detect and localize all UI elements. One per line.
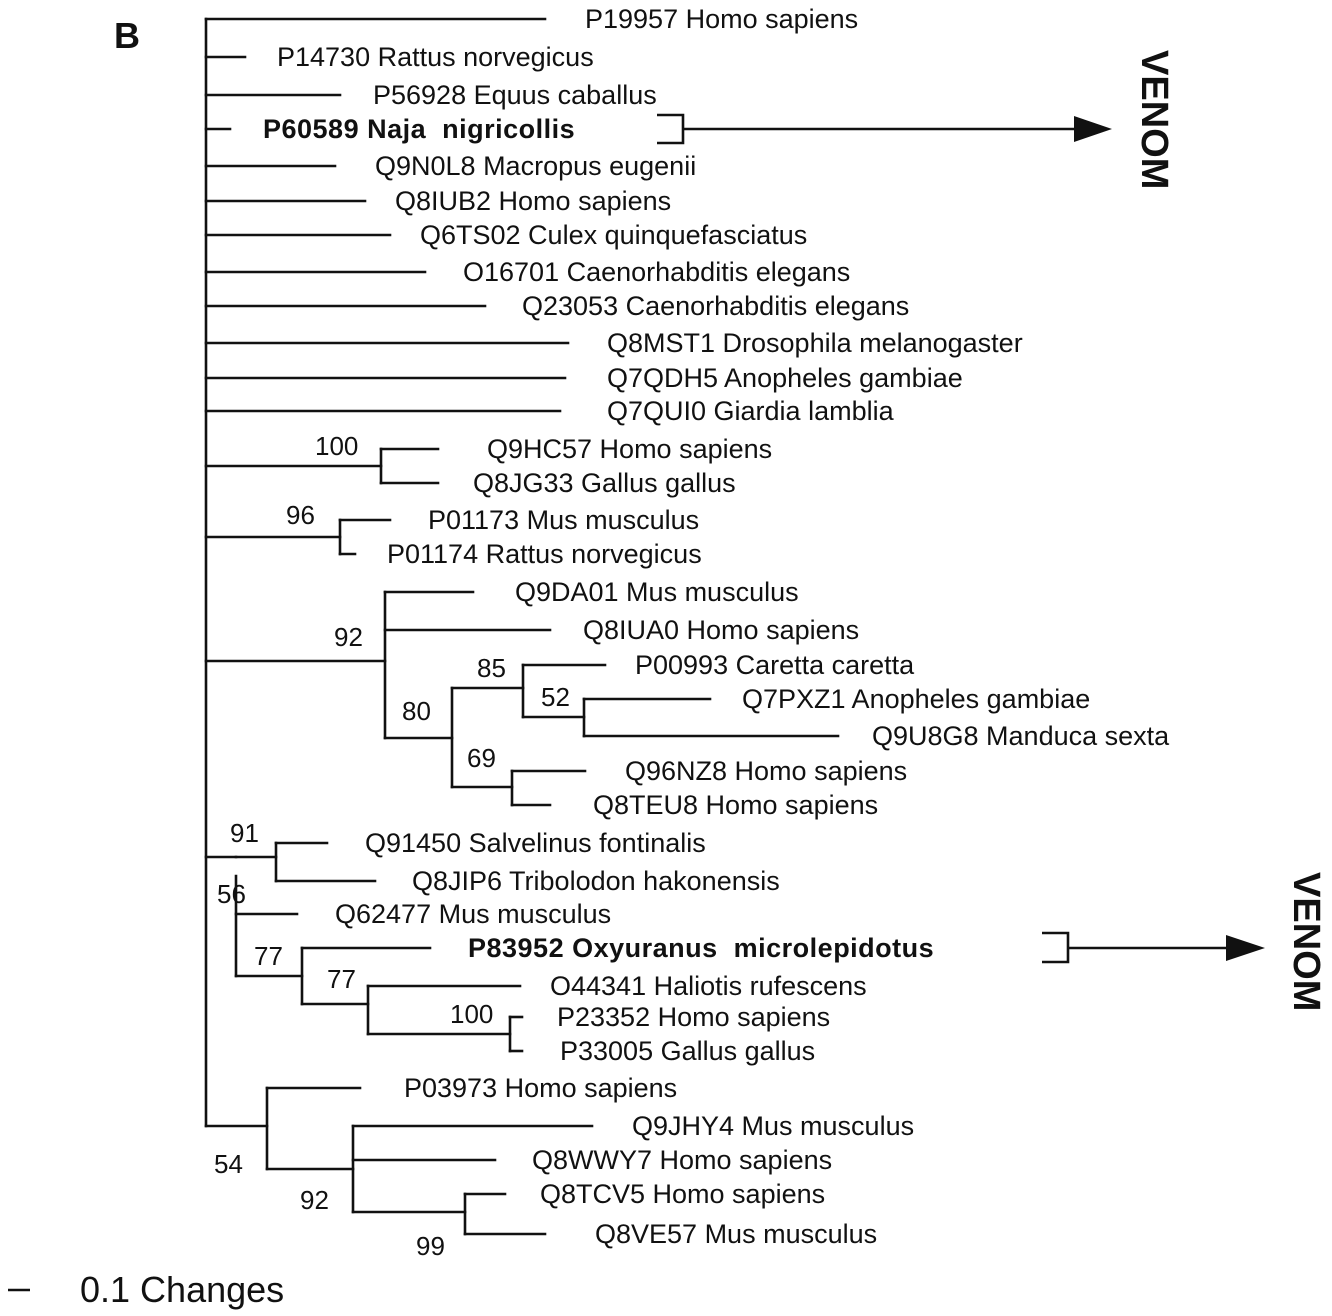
leaf-label: Q7QDH5 Anopheles gambiae	[607, 363, 963, 393]
bootstrap-value: 69	[467, 743, 496, 773]
leaf-label: P56928 Equus caballus	[373, 80, 657, 110]
leaf-label: P03973 Homo sapiens	[404, 1073, 677, 1103]
leaf-label: P14730 Rattus norvegicus	[277, 42, 594, 72]
bootstrap-value: 80	[402, 696, 431, 726]
bootstrap-value: 100	[315, 431, 358, 461]
leaf-label: Q7QUI0 Giardia lamblia	[607, 396, 895, 426]
leaf-label: P60589 Naja nigricollis	[263, 114, 575, 144]
leaf-label: O16701 Caenorhabditis elegans	[463, 257, 850, 287]
leaf-label: P01173 Mus musculus	[428, 505, 699, 535]
leaf-label: Q9HC57 Homo sapiens	[487, 434, 772, 464]
leaf-label: Q8VE57 Mus musculus	[595, 1219, 877, 1249]
leaf-label: Q8MST1 Drosophila melanogaster	[607, 328, 1023, 358]
bootstrap-value: 52	[541, 682, 570, 712]
bootstrap-value: 92	[300, 1185, 329, 1215]
leaf-label: P19957 Homo sapiens	[585, 4, 858, 34]
leaf-label: P01174 Rattus norvegicus	[387, 539, 702, 569]
bootstrap-value: 100	[450, 999, 493, 1029]
leaf-label: P83952 Oxyuranus microlepidotus	[468, 933, 934, 963]
leaf-label: Q9U8G8 Manduca sexta	[872, 721, 1170, 751]
leaf-label: Q8WWY7 Homo sapiens	[532, 1145, 832, 1175]
leaf-label: Q62477 Mus musculus	[335, 899, 611, 929]
panel-label: B	[114, 15, 140, 56]
leaf-label: Q8TEU8 Homo sapiens	[593, 790, 878, 820]
leaf-label: O44341 Haliotis rufescens	[550, 971, 867, 1001]
leaf-label: Q8JIP6 Tribolodon hakonensis	[412, 866, 780, 896]
leaf-label: Q96NZ8 Homo sapiens	[625, 756, 907, 786]
bootstrap-value: 96	[286, 500, 315, 530]
venom-label: VENOM	[1285, 872, 1327, 1011]
arrow-head-icon	[1074, 116, 1112, 142]
arrow-head-icon	[1226, 935, 1265, 961]
leaf-label: Q91450 Salvelinus fontinalis	[365, 828, 706, 858]
bootstrap-value: 54	[214, 1149, 243, 1179]
leaf-label: Q8IUB2 Homo sapiens	[395, 186, 671, 216]
leaf-label: Q9DA01 Mus musculus	[515, 577, 799, 607]
bootstrap-value: 77	[254, 941, 283, 971]
bootstrap-value: 77	[327, 964, 356, 994]
bootstrap-value: 56	[217, 879, 246, 909]
leaf-label: Q9N0L8 Macropus eugenii	[375, 151, 696, 181]
leaf-label: Q6TS02 Culex quinquefasciatus	[420, 220, 807, 250]
leaf-label: P33005 Gallus gallus	[560, 1036, 815, 1066]
bootstrap-value: 92	[334, 622, 363, 652]
leaf-label: Q8JG33 Gallus gallus	[473, 468, 736, 498]
leaf-label: P00993 Caretta caretta	[635, 650, 915, 680]
venom-annotation-oxyuranus: VENOM	[1042, 872, 1327, 1011]
scale-bar-label: 0.1 Changes	[80, 1269, 284, 1310]
leaf-label: Q9JHY4 Mus musculus	[632, 1111, 914, 1141]
bootstrap-value: 85	[477, 653, 506, 683]
leaf-label: Q23053 Caenorhabditis elegans	[522, 291, 909, 321]
leaf-label: Q7PXZ1 Anopheles gambiae	[742, 684, 1090, 714]
venom-annotation-naja: VENOM	[657, 50, 1175, 189]
bootstrap-value: 91	[230, 818, 259, 848]
venom-label: VENOM	[1133, 50, 1175, 189]
bootstrap-values: 100 96 92 85 52 80 69 91 56 77 77 100 54 92 99	[214, 431, 570, 1261]
leaf-label: P23352 Homo sapiens	[557, 1002, 830, 1032]
bootstrap-value: 99	[416, 1231, 445, 1261]
tree-branches	[204, 17, 840, 1236]
scale-bar: 0.1 Changes	[8, 1269, 284, 1310]
leaf-label: Q8TCV5 Homo sapiens	[540, 1179, 825, 1209]
leaf-label: Q8IUA0 Homo sapiens	[583, 615, 859, 645]
